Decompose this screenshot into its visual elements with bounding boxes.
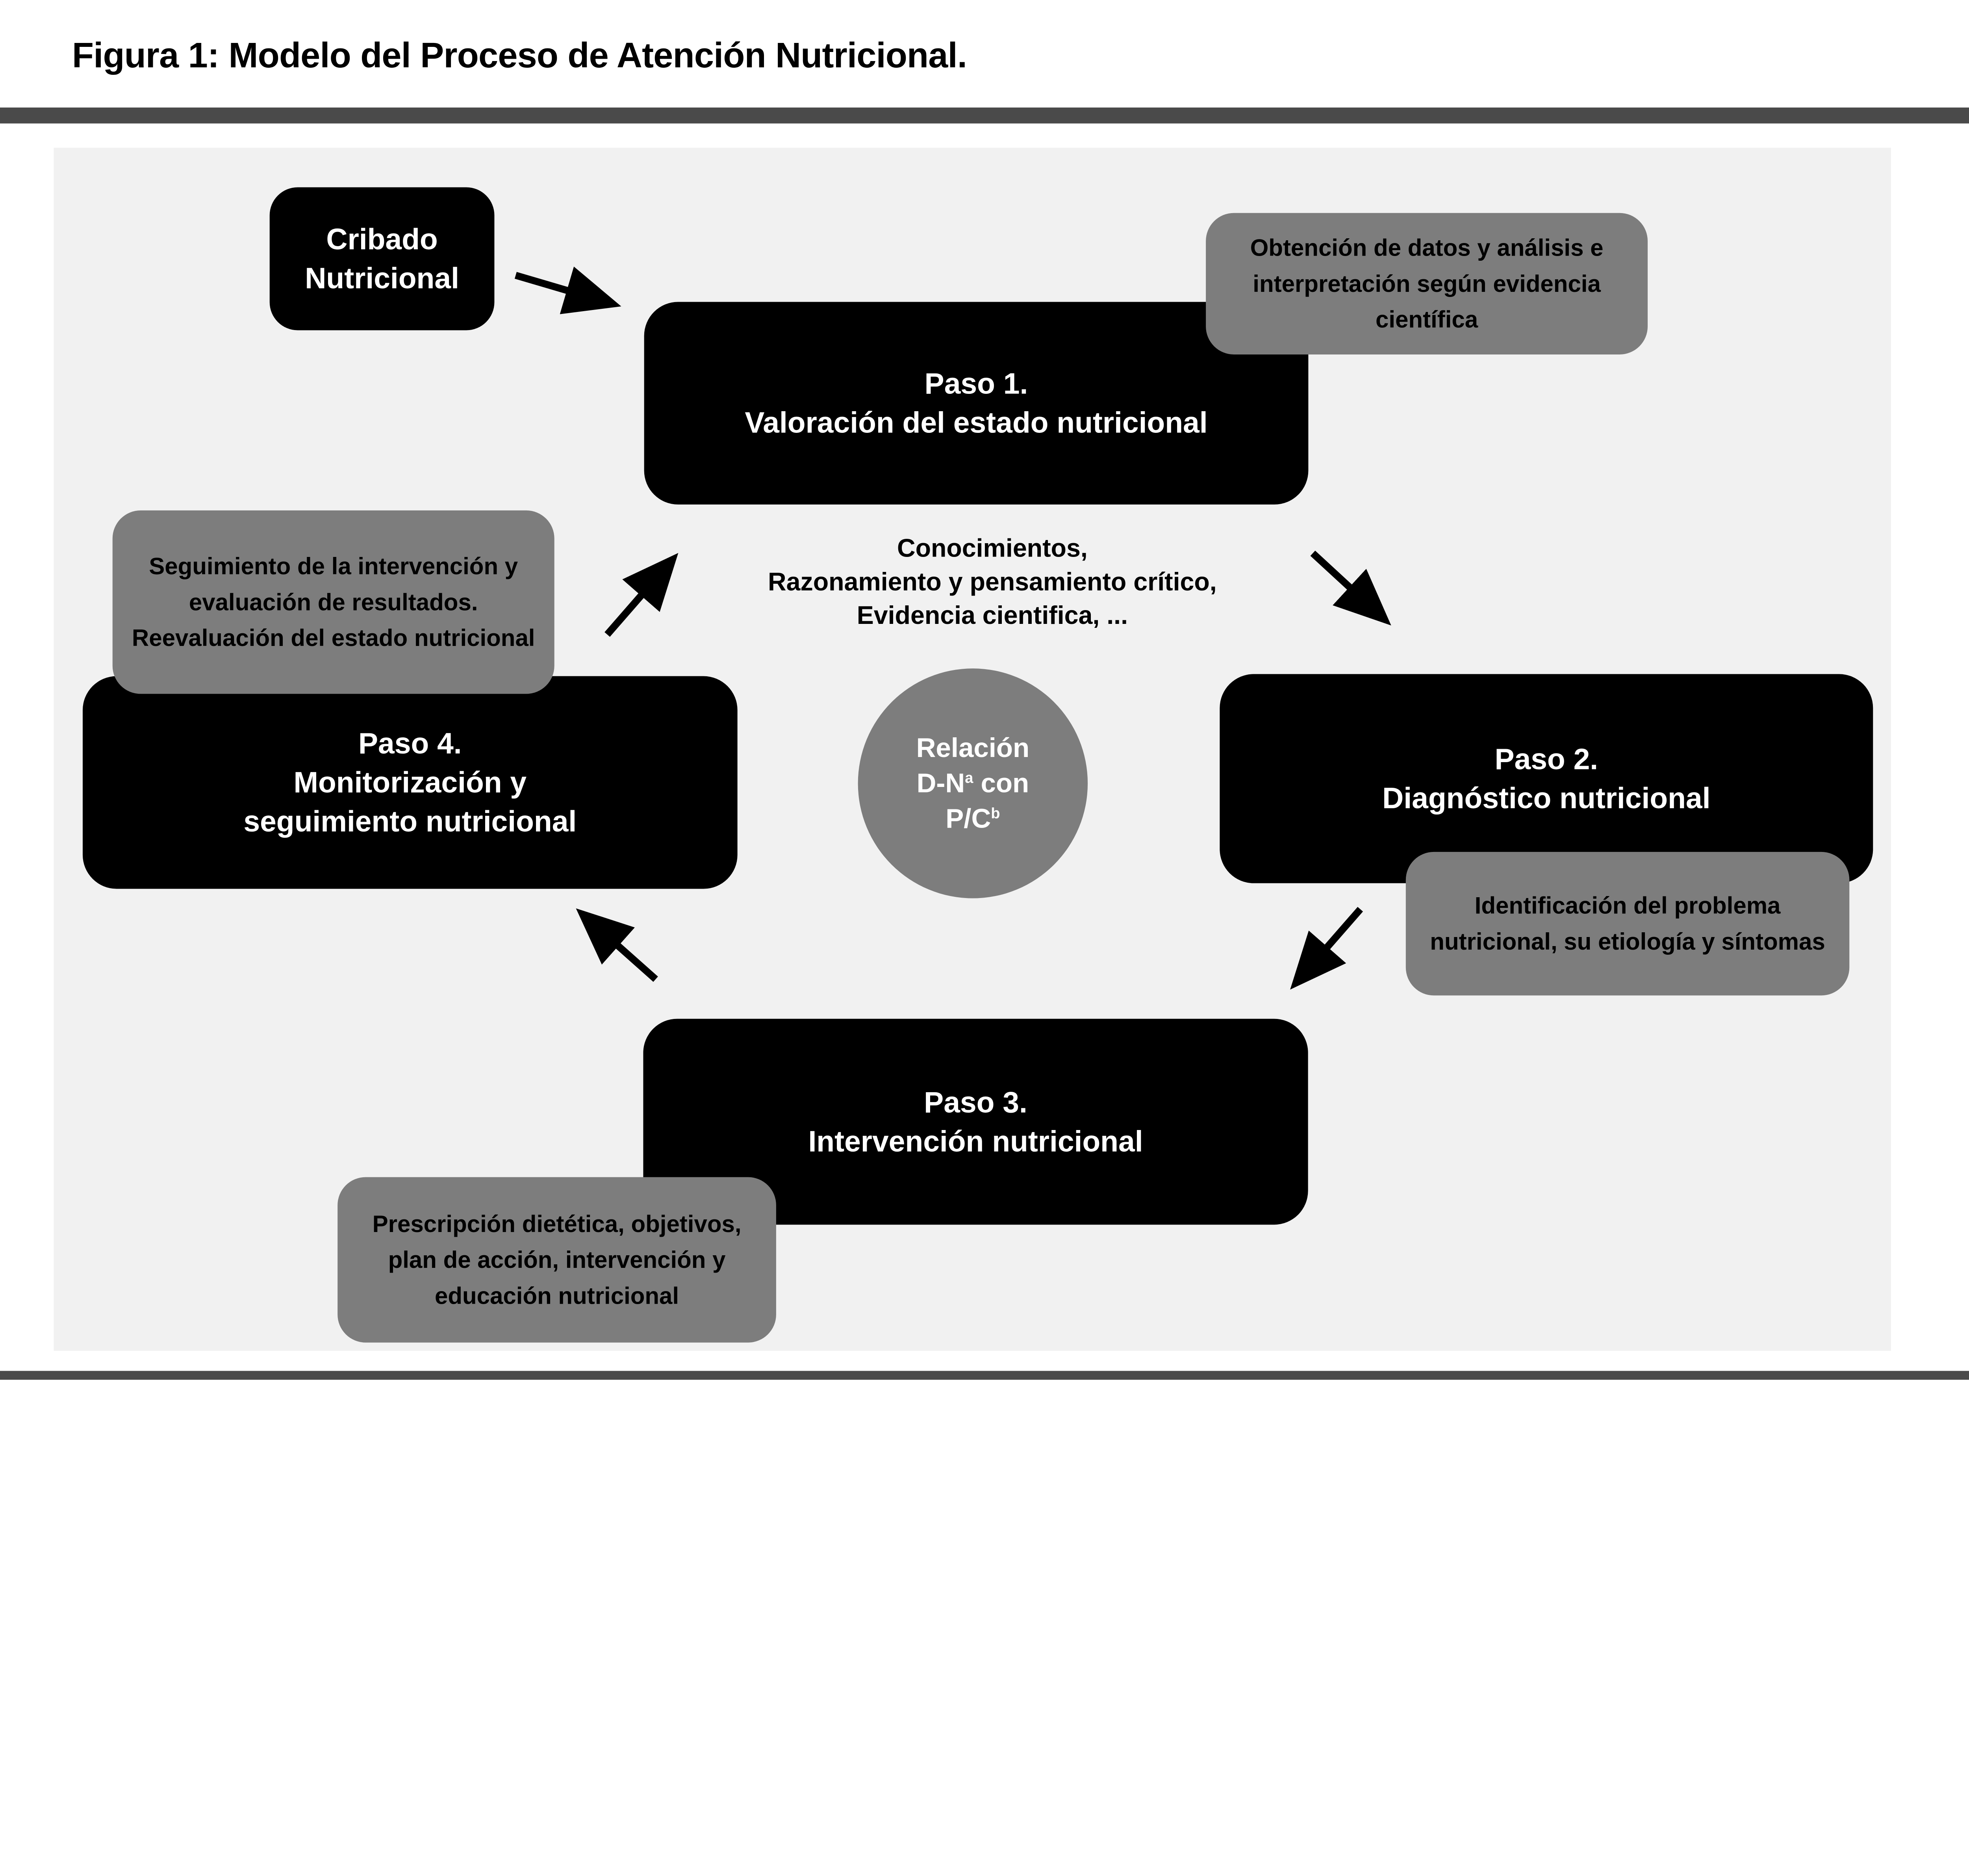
annotation-paso3: Prescripción dietética, objetivos, plan …: [337, 1177, 776, 1343]
screening-line2: Nutricional: [305, 262, 459, 295]
paso4-subtitle: Monitorización y seguimiento nutricional: [243, 766, 577, 838]
relation-circle: Relación D-Na con P/Cb: [858, 668, 1088, 898]
center-text-line2: Razonamiento y pensamiento crítico,: [768, 568, 1217, 596]
center-knowledge-text: Conocimientos, Razonamiento y pensamient…: [667, 532, 1317, 632]
top-divider-bar: [0, 107, 1969, 124]
bottom-divider-bar: [0, 1371, 1969, 1380]
paso1-title: Paso 1.: [924, 367, 1028, 401]
figure-title: Figura 1: Modelo del Proceso de Atención…: [72, 35, 967, 75]
relation-line3: P/Cb: [946, 803, 1000, 834]
center-text-line1: Conocimientos,: [897, 534, 1088, 562]
step-box-paso1: Paso 1. Valoración del estado nutriciona…: [644, 302, 1309, 505]
annotation-paso1: Obtención de datos y análisis e interpre…: [1206, 213, 1648, 354]
center-text-line3: Evidencia cientifica, ...: [857, 601, 1128, 630]
figure-nutrition-care-process: Figura 1: Modelo del Proceso de Atención…: [0, 35, 1969, 1380]
paso3-subtitle: Intervención nutricional: [808, 1124, 1143, 1158]
paso4-title: Paso 4.: [358, 727, 462, 760]
footnote-a-marker: a: [965, 769, 973, 787]
paso3-title: Paso 3.: [924, 1086, 1027, 1119]
paso2-subtitle: Diagnóstico nutricional: [1382, 781, 1711, 815]
screening-line1: Cribado: [326, 223, 438, 256]
screening-box: Cribado Nutricional: [269, 187, 495, 330]
annotation-paso2: Identificación del problema nutricional,…: [1405, 852, 1850, 996]
paso2-title: Paso 2.: [1494, 742, 1598, 776]
paso1-subtitle: Valoración del estado nutricional: [745, 406, 1208, 440]
step-box-paso4: Paso 4. Monitorización y seguimiento nut…: [82, 676, 738, 889]
relation-line2: D-Na con: [916, 768, 1029, 798]
footnote-b-marker: b: [991, 805, 1000, 822]
annotation-paso4: Seguimiento de la intervención y evaluac…: [112, 510, 554, 694]
step-box-paso2: Paso 2. Diagnóstico nutricional: [1220, 674, 1873, 883]
relation-line1: Relación: [916, 733, 1030, 763]
